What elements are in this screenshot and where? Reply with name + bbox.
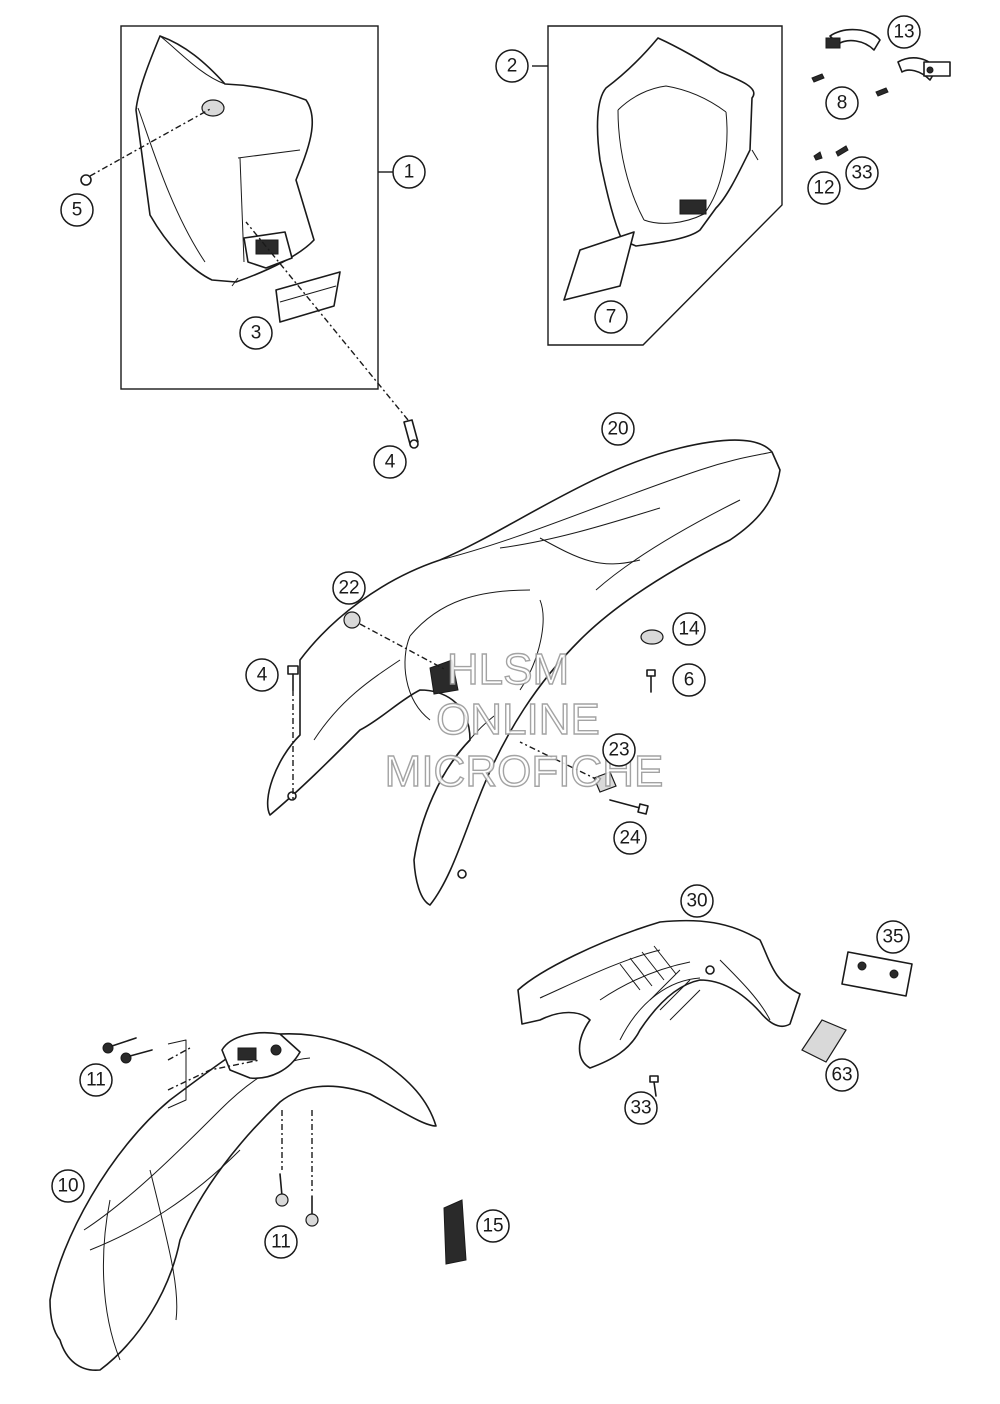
screw-33-top-part xyxy=(835,145,849,157)
callout-12: 12 xyxy=(807,171,841,205)
svg-text:24: 24 xyxy=(619,828,641,849)
bolt-24-part xyxy=(609,799,649,815)
callout-33-bottom: 33 xyxy=(624,1091,658,1125)
svg-text:15: 15 xyxy=(482,1216,503,1237)
headlight-mask-part xyxy=(135,35,315,287)
svg-text:8: 8 xyxy=(837,93,848,114)
bolt-11-bottom-part xyxy=(275,1110,319,1227)
plate-35-part xyxy=(841,951,913,997)
svg-text:5: 5 xyxy=(72,200,83,221)
callout-30: 30 xyxy=(680,884,714,918)
svg-text:3: 3 xyxy=(251,323,262,344)
clamp-13-part xyxy=(825,28,951,81)
nut-23-part xyxy=(519,741,617,793)
screw-4-mid-part xyxy=(287,665,299,800)
callout-1: 1 xyxy=(392,155,426,189)
svg-text:11: 11 xyxy=(86,1070,106,1091)
washer-14-part xyxy=(640,629,664,645)
callout-14: 14 xyxy=(672,612,706,646)
callout-20: 20 xyxy=(601,412,635,446)
callout-22: 22 xyxy=(332,571,366,605)
callout-8: 8 xyxy=(825,86,859,120)
svg-text:33: 33 xyxy=(851,163,872,184)
callout-6: 6 xyxy=(672,663,706,697)
screw-6-part xyxy=(646,669,656,693)
mask-sticker-7-part xyxy=(563,231,635,301)
svg-text:11: 11 xyxy=(271,1232,291,1253)
callout-7: 7 xyxy=(594,300,628,334)
svg-text:7: 7 xyxy=(606,307,617,328)
callout-35: 35 xyxy=(876,920,910,954)
svg-text:20: 20 xyxy=(607,419,628,440)
rear-support-30-part xyxy=(517,919,801,1069)
svg-text:10: 10 xyxy=(57,1176,78,1197)
nut-22-part xyxy=(343,611,447,671)
svg-text:1: 1 xyxy=(404,162,415,183)
callout-11-bottom: 11 xyxy=(264,1225,298,1259)
svg-text:30: 30 xyxy=(686,891,707,912)
svg-text:22: 22 xyxy=(338,578,359,599)
screw-5-part xyxy=(80,107,213,186)
callout-3: 3 xyxy=(239,316,273,350)
svg-text:12: 12 xyxy=(813,178,834,199)
screw-8-part xyxy=(811,73,889,97)
screw-4-top-part xyxy=(245,221,419,449)
callout-5: 5 xyxy=(60,193,94,227)
svg-text:4: 4 xyxy=(257,665,268,686)
callout-63: 63 xyxy=(825,1058,859,1092)
bolt-11-top-part xyxy=(102,1037,153,1064)
callout-11-top: 11 xyxy=(79,1063,113,1097)
watermark-line-1: HLSM xyxy=(447,645,569,694)
callout-13: 13 xyxy=(887,15,921,49)
rear-fender-part xyxy=(266,439,781,906)
callout-23: 23 xyxy=(602,733,636,767)
nut-12-part xyxy=(813,151,823,161)
callout-4-mid: 4 xyxy=(245,658,279,692)
callout-24: 24 xyxy=(613,821,647,855)
svg-text:6: 6 xyxy=(684,670,695,691)
sticker-63-part xyxy=(801,1019,847,1063)
front-fender-part xyxy=(49,1031,437,1371)
svg-text:4: 4 xyxy=(385,452,396,473)
reflector-15-part xyxy=(443,1199,467,1265)
svg-text:63: 63 xyxy=(831,1065,852,1086)
watermark-line-2: ONLINE xyxy=(436,695,600,744)
callout-4-top: 4 xyxy=(373,445,407,479)
callout-2: 2 xyxy=(495,49,529,83)
headlight-mask-alt-part xyxy=(596,37,759,247)
svg-text:35: 35 xyxy=(882,927,903,948)
svg-text:13: 13 xyxy=(893,22,914,43)
callout-33-top: 33 xyxy=(845,156,879,190)
callout-10: 10 xyxy=(51,1169,85,1203)
svg-text:33: 33 xyxy=(630,1098,651,1119)
svg-text:23: 23 xyxy=(608,740,629,761)
assembly-frame-1 xyxy=(120,25,393,390)
callout-15: 15 xyxy=(476,1209,510,1243)
assembly-frame-2 xyxy=(532,25,783,346)
screw-33-bottom-part xyxy=(649,1075,659,1097)
svg-text:2: 2 xyxy=(507,56,518,77)
svg-text:14: 14 xyxy=(678,619,700,640)
